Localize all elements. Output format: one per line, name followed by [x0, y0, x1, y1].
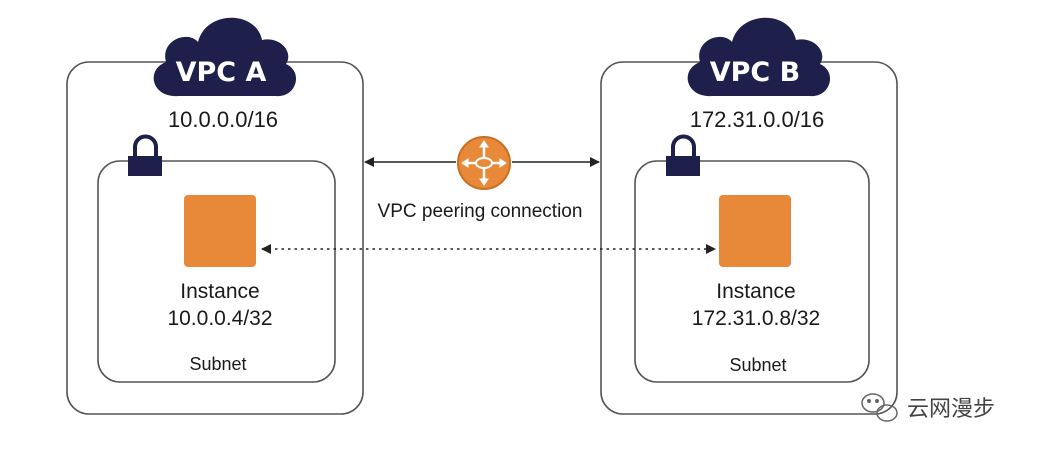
instance-b-ip: 172.31.0.8/32 — [692, 307, 820, 330]
vpc-a-cloud-icon — [153, 17, 297, 97]
vpc-b: VPC B 172.31.0.0/16 Instance 172.31.0.8/… — [600, 17, 898, 415]
subnet-a-boundary — [97, 160, 336, 383]
vpc-b-label: VPC B — [710, 57, 800, 88]
vpc-b-cloud-icon — [687, 17, 831, 97]
instance-a-ip: 10.0.0.4/32 — [167, 307, 272, 330]
vpc-b-cidr: 172.31.0.0/16 — [690, 107, 825, 132]
instance-a-label: Instance — [180, 280, 259, 303]
peering-connection: VPC peering connection — [261, 136, 716, 254]
instance-b-icon — [719, 195, 791, 267]
subnet-b-lock-icon — [666, 134, 700, 176]
subnet-b: Instance 172.31.0.8/32 Subnet — [634, 134, 870, 383]
watermark: 云网漫步 — [861, 393, 995, 422]
vpc-a-label: VPC A — [176, 57, 267, 88]
router-icon — [457, 136, 511, 190]
subnet-a-label: Subnet — [189, 354, 246, 374]
instance-b-label: Instance — [716, 280, 795, 303]
watermark-text: 云网漫步 — [907, 397, 995, 422]
subnet-b-boundary — [634, 160, 870, 383]
subnet-a: Instance 10.0.0.4/32 Subnet — [97, 134, 336, 383]
subnet-a-lock-icon — [128, 134, 162, 176]
vpc-a-cidr: 10.0.0.0/16 — [168, 107, 278, 132]
subnet-b-label: Subnet — [729, 355, 786, 375]
peering-label: VPC peering connection — [378, 201, 583, 222]
vpc-a: VPC A 10.0.0.0/16 Instance 10.0.0.4/32 S… — [66, 17, 364, 415]
instance-a-icon — [184, 195, 256, 267]
wechat-icon — [861, 393, 898, 422]
